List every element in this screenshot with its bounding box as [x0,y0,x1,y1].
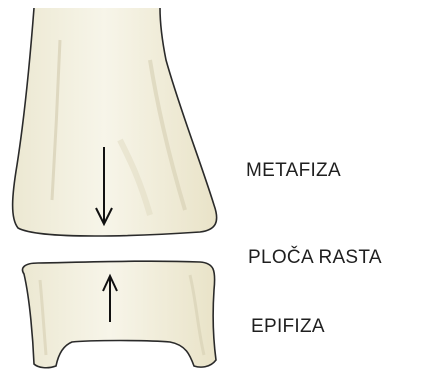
epiphysis-label: EPIFIZA [251,316,325,338]
metaphysis-shape [13,8,217,236]
growth-plate-label: PLOČA RASTA [248,247,382,269]
epiphysis-shape [23,261,216,368]
metaphysis-label: METAFIZA [246,160,341,182]
